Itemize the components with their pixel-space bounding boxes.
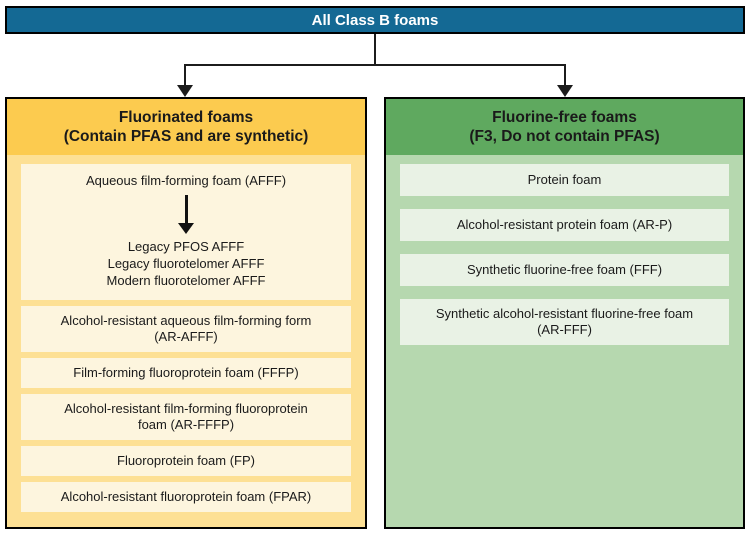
- afff-variant-legacy-fluorotelomer: Legacy fluorotelomer AFFF: [107, 256, 265, 271]
- connector-right-branch-line: [564, 64, 566, 86]
- fluorine-free-foams-body: Protein foam Alcohol-resistant protein f…: [386, 155, 743, 527]
- item-ar-fffp: Alcohol-resistant film-forming fluoropro…: [21, 394, 351, 440]
- item-fffp: Film-forming fluoroprotein foam (FFFP): [21, 358, 351, 388]
- item-fp: Fluoroprotein foam (FP): [21, 446, 351, 476]
- fluorine-free-foams-title-line2: (F3, Do not contain PFAS): [469, 128, 660, 145]
- item-protein-foam-label: Protein foam: [527, 172, 602, 187]
- item-afff-group: Aqueous film-forming foam (AFFF) Legacy …: [21, 164, 351, 300]
- item-ar-fff-line1: Synthetic alcohol-resistant fluorine-fre…: [435, 306, 694, 321]
- fluorine-free-foams-title-line1: Fluorine-free foams: [492, 109, 637, 126]
- afff-down-arrow-icon: [184, 195, 188, 223]
- item-ar-afff-line2: (AR-AFFF): [154, 329, 218, 344]
- fluorine-free-foams-header: Fluorine-free foams (F3, Do not contain …: [386, 99, 743, 155]
- item-ar-fff: Synthetic alcohol-resistant fluorine-fre…: [400, 299, 729, 345]
- arrowhead-left-icon: [177, 85, 193, 97]
- item-ar-afff: Alcohol-resistant aqueous film-forming f…: [21, 306, 351, 352]
- item-fff-label: Synthetic fluorine-free foam (FFF): [466, 262, 663, 277]
- item-ar-fffp-line1: Alcohol-resistant film-forming fluoropro…: [64, 401, 308, 416]
- item-ar-fff-line2: (AR-FFF): [537, 322, 592, 337]
- item-ar-p-label: Alcohol-resistant protein foam (AR-P): [456, 217, 673, 232]
- fluorinated-foams-body: Aqueous film-forming foam (AFFF) Legacy …: [7, 155, 365, 527]
- connector-horizontal-split: [184, 64, 566, 66]
- item-ar-fffp-line2: foam (AR-FFFP): [137, 417, 235, 432]
- fluorinated-foams-title-line2: (Contain PFAS and are synthetic): [63, 128, 309, 145]
- fluorinated-foams-title-line1: Fluorinated foams: [118, 109, 254, 126]
- item-afff-label: Aqueous film-forming foam (AFFF): [85, 173, 287, 188]
- connector-root-vertical: [374, 34, 376, 65]
- root-node-label: All Class B foams: [311, 11, 439, 29]
- item-fffp-label: Film-forming fluoroprotein foam (FFFP): [73, 365, 299, 380]
- branch-fluorinated-foams: Fluorinated foams (Contain PFAS and are …: [5, 97, 367, 529]
- item-protein-foam: Protein foam: [400, 164, 729, 196]
- root-node-all-class-b-foams: All Class B foams: [5, 6, 745, 34]
- item-fpar-label: Alcohol-resistant fluoroprotein foam (FP…: [60, 489, 312, 504]
- arrowhead-right-icon: [557, 85, 573, 97]
- afff-variant-modern-fluorotelomer: Modern fluorotelomer AFFF: [106, 273, 266, 288]
- item-ar-afff-line1: Alcohol-resistant aqueous film-forming f…: [60, 313, 312, 328]
- afff-down-arrow-head-icon: [178, 223, 194, 234]
- item-ar-p: Alcohol-resistant protein foam (AR-P): [400, 209, 729, 241]
- item-fff: Synthetic fluorine-free foam (FFF): [400, 254, 729, 286]
- branch-fluorine-free-foams: Fluorine-free foams (F3, Do not contain …: [384, 97, 745, 529]
- fluorinated-foams-header: Fluorinated foams (Contain PFAS and are …: [7, 99, 365, 155]
- afff-variant-legacy-pfos: Legacy PFOS AFFF: [127, 239, 245, 254]
- connector-left-branch-line: [184, 64, 186, 86]
- item-fp-label: Fluoroprotein foam (FP): [117, 453, 255, 468]
- item-fpar: Alcohol-resistant fluoroprotein foam (FP…: [21, 482, 351, 512]
